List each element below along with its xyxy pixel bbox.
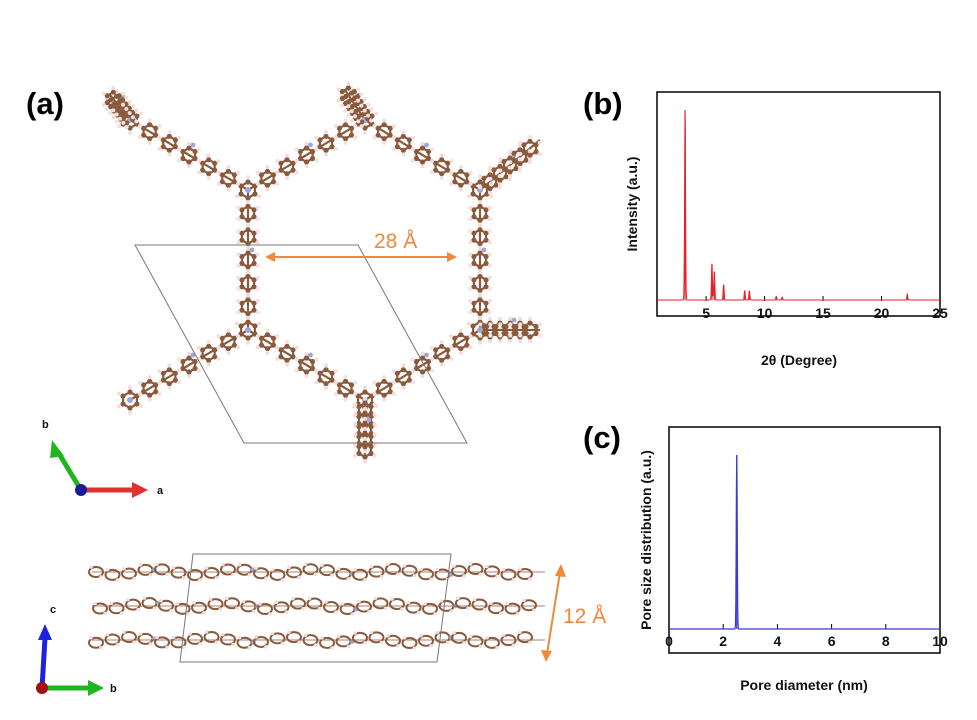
- pxrd-x-tick-label: 20: [874, 305, 890, 321]
- layer-spacing-label: 12 Å: [563, 605, 606, 628]
- pxrd-x-tick-label: 25: [932, 305, 948, 321]
- panel-a-label: (a): [26, 86, 64, 121]
- panel-b-label: (b): [583, 86, 623, 121]
- pxrd-x-tick-label: 10: [757, 305, 773, 321]
- pore-dimension-arrow: [265, 252, 457, 262]
- panel-c-label: (c): [583, 420, 621, 455]
- psd-x-tick-label: 10: [932, 633, 948, 649]
- axis-b-label: b: [42, 419, 49, 431]
- psd-x-tick-label: 4: [774, 633, 782, 649]
- psd-x-tick-label: 2: [719, 633, 727, 649]
- unit-cell-outline: [134, 244, 468, 444]
- psd-x-tick-label: 6: [828, 633, 836, 649]
- layer-spacing-arrow: [541, 564, 566, 662]
- axis-a-label: a: [157, 485, 164, 497]
- pxrd-x-axis-label: 2θ (Degree): [761, 352, 837, 368]
- pxrd-plot-frame: [656, 91, 941, 317]
- axes-indicator-top: b a: [42, 419, 164, 498]
- pxrd-y-axis-label: Intensity (a.u.): [624, 157, 640, 252]
- pxrd-x-ticks: 5 10 15 20 25: [702, 296, 948, 321]
- psd-plot-frame: [668, 426, 941, 654]
- axis-b-side-label: b: [110, 683, 117, 695]
- psd-x-tick-label: 0: [665, 633, 673, 649]
- side-unit-cell-outline: [179, 553, 452, 663]
- framework-atoms: [101, 81, 542, 464]
- pxrd-x-tick-label: 5: [702, 305, 710, 321]
- axis-c-label: c: [50, 604, 56, 616]
- framework-side-view: [88, 562, 545, 650]
- pore-dimension-label: 28 Å: [374, 230, 417, 253]
- psd-series-line: [669, 454, 940, 630]
- pxrd-series-line: [657, 111, 940, 301]
- psd-x-tick-label: 8: [882, 633, 890, 649]
- psd-y-axis-label: Pore size distribution (a.u.): [638, 450, 654, 630]
- psd-x-axis-label: Pore diameter (nm): [740, 677, 868, 693]
- pxrd-x-tick-label: 15: [815, 305, 831, 321]
- axes-indicator-bottom: c b: [36, 604, 117, 696]
- psd-x-ticks: 0 2 4 6 8 10: [665, 624, 948, 649]
